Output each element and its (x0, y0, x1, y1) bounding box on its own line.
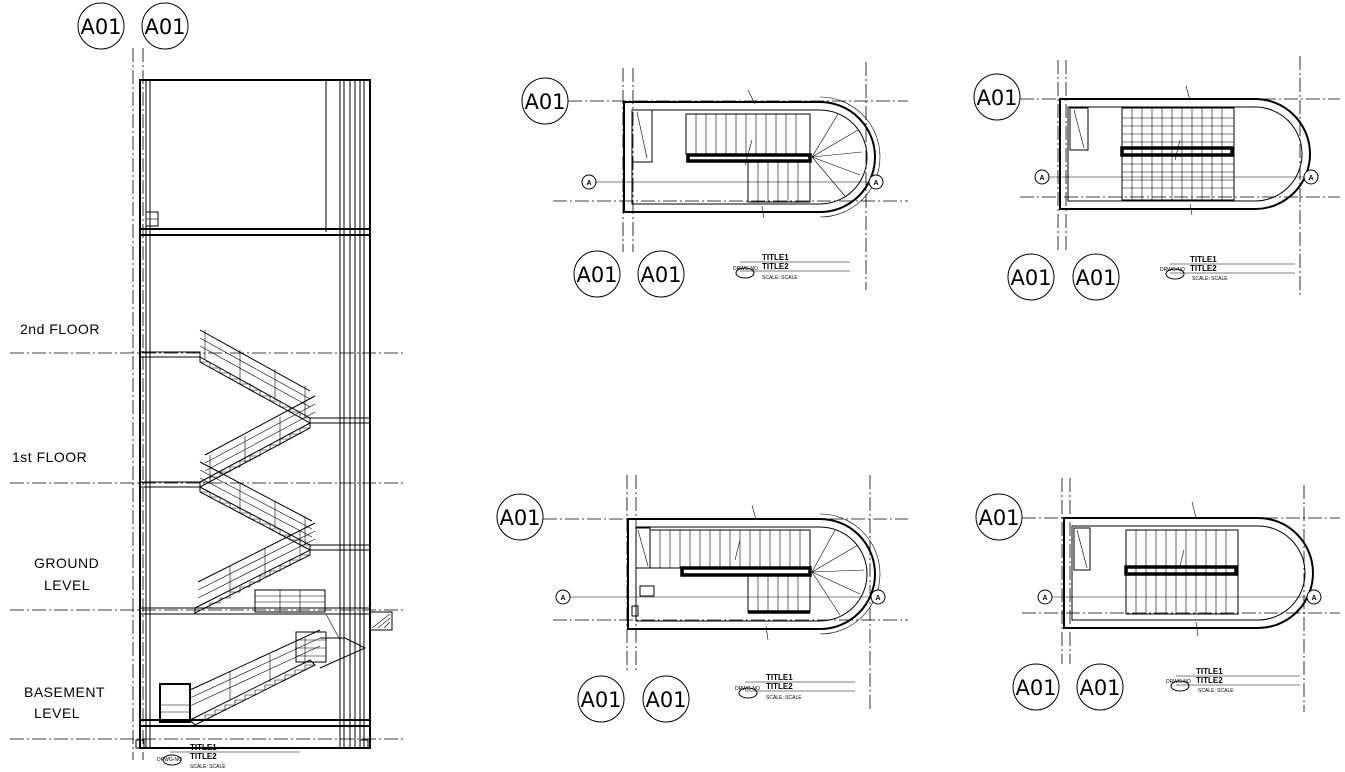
svg-text:A01: A01 (978, 506, 1019, 530)
svg-text:TITLE1: TITLE1 (1190, 255, 1217, 264)
svg-text:A01: A01 (144, 15, 185, 39)
title-block: TITLE1 TITLE2 DRWG-NO SCALE: SCALE (733, 253, 850, 281)
svg-text:A01: A01 (1015, 676, 1056, 700)
svg-text:A: A (586, 180, 591, 187)
svg-text:A01: A01 (645, 688, 686, 712)
grid-bubble: A01 (975, 493, 1023, 541)
stair-section-elevation: A01 A01 (10, 2, 405, 770)
stair-landing-curve (254, 589, 367, 669)
title-block: TITLE1 TITLE2 DRWG-NO SCALE: SCALE (157, 743, 300, 770)
svg-text:DRWG-NO: DRWG-NO (157, 757, 182, 763)
svg-text:DRWG-NO: DRWG-NO (1166, 679, 1191, 685)
svg-text:A01: A01 (576, 263, 617, 287)
svg-text:A01: A01 (976, 86, 1017, 110)
svg-text:TITLE1: TITLE1 (190, 743, 217, 752)
grid-bubble: A01 (642, 675, 690, 723)
grid-bubble: A01 (973, 73, 1021, 121)
grid-bubble: A01 (496, 493, 544, 541)
title-block: TITLE1 TITLE2 DRWG-NO SCALE: SCALE (735, 673, 855, 701)
svg-text:A: A (875, 595, 880, 602)
title-block: TITLE1 TITLE2 DRWG-NO SCALE: SCALE (1166, 667, 1300, 694)
level-label-basement-level: LEVEL (34, 705, 80, 721)
level-label-basement: BASEMENT (24, 684, 105, 700)
svg-text:TITLE2: TITLE2 (762, 262, 789, 271)
svg-text:TITLE2: TITLE2 (1190, 264, 1217, 273)
level-label-2nd-floor: 2nd FLOOR (20, 321, 100, 337)
stair-flight (199, 461, 313, 551)
svg-text:DRWG-NO: DRWG-NO (733, 266, 758, 272)
section-marker: A (868, 174, 884, 190)
svg-text:A: A (1311, 595, 1316, 602)
grid-bubble: A01 (1072, 253, 1120, 301)
stair-flight (199, 329, 311, 424)
grid-bubble: A01 (141, 2, 189, 50)
section-marker: A (555, 589, 571, 605)
section-marker: A (870, 589, 886, 605)
svg-text:A: A (1042, 595, 1047, 602)
grid-bubble: A01 (1007, 253, 1055, 301)
stair-flight (159, 629, 321, 726)
grid-bubble: A01 (1076, 663, 1124, 711)
svg-text:A: A (1039, 175, 1044, 182)
svg-text:A01: A01 (80, 15, 121, 39)
svg-text:TITLE1: TITLE1 (762, 253, 789, 262)
grid-bubble: A01 (637, 250, 685, 298)
svg-text:A01: A01 (1075, 266, 1116, 290)
level-label-ground-level: LEVEL (44, 577, 90, 593)
svg-text:A01: A01 (640, 263, 681, 287)
svg-text:A: A (873, 180, 878, 187)
svg-text:A: A (560, 595, 565, 602)
stair-plan-1: A01 (521, 62, 908, 298)
grid-bubble: A01 (77, 2, 125, 50)
stair-flight (194, 522, 316, 614)
grid-bubble: A01 (1012, 663, 1060, 711)
stair-flight (199, 395, 316, 488)
grid-bubble: A01 (573, 250, 621, 298)
svg-text:TITLE1: TITLE1 (1196, 667, 1223, 676)
svg-text:A01: A01 (499, 506, 540, 530)
svg-text:A01: A01 (1079, 676, 1120, 700)
svg-text:SCALE: SCALE: SCALE: SCALE (766, 695, 802, 701)
level-label-1st-floor: 1st FLOOR (12, 449, 87, 465)
title-block: TITLE1 TITLE2 DRWG-NO SCALE: SCALE (1160, 255, 1295, 282)
svg-text:SCALE: SCALE: SCALE: SCALE (190, 764, 226, 770)
level-label-ground: GROUND (34, 555, 99, 571)
svg-text:TITLE1: TITLE1 (766, 673, 793, 682)
svg-text:A01: A01 (580, 688, 621, 712)
svg-text:A01: A01 (1010, 266, 1051, 290)
section-marker: A (1303, 169, 1319, 185)
stair-plan-2: A01 A (973, 56, 1340, 301)
grid-bubble: A01 (577, 675, 625, 723)
svg-text:SCALE: SCALE: SCALE: SCALE (1192, 276, 1228, 282)
svg-text:A01: A01 (524, 90, 565, 114)
stair-plan-3: A01 (496, 475, 908, 723)
grid-bubble: A01 (521, 77, 569, 125)
section-marker: A (1037, 589, 1053, 605)
svg-text:SCALE: SCALE: SCALE: SCALE (1198, 688, 1234, 694)
svg-text:DRWG-NO: DRWG-NO (735, 686, 760, 692)
stair-plan-4: A01 A A (975, 478, 1340, 712)
svg-text:TITLE2: TITLE2 (766, 682, 793, 691)
svg-text:DRWG-NO: DRWG-NO (1160, 267, 1185, 273)
section-marker: A (1306, 589, 1322, 605)
svg-text:A: A (1308, 175, 1313, 182)
svg-text:SCALE: SCALE: SCALE: SCALE (762, 275, 798, 281)
section-marker: A (581, 174, 597, 190)
section-marker: A (1034, 169, 1050, 185)
svg-text:TITLE2: TITLE2 (1196, 676, 1223, 685)
svg-text:TITLE2: TITLE2 (190, 752, 217, 761)
